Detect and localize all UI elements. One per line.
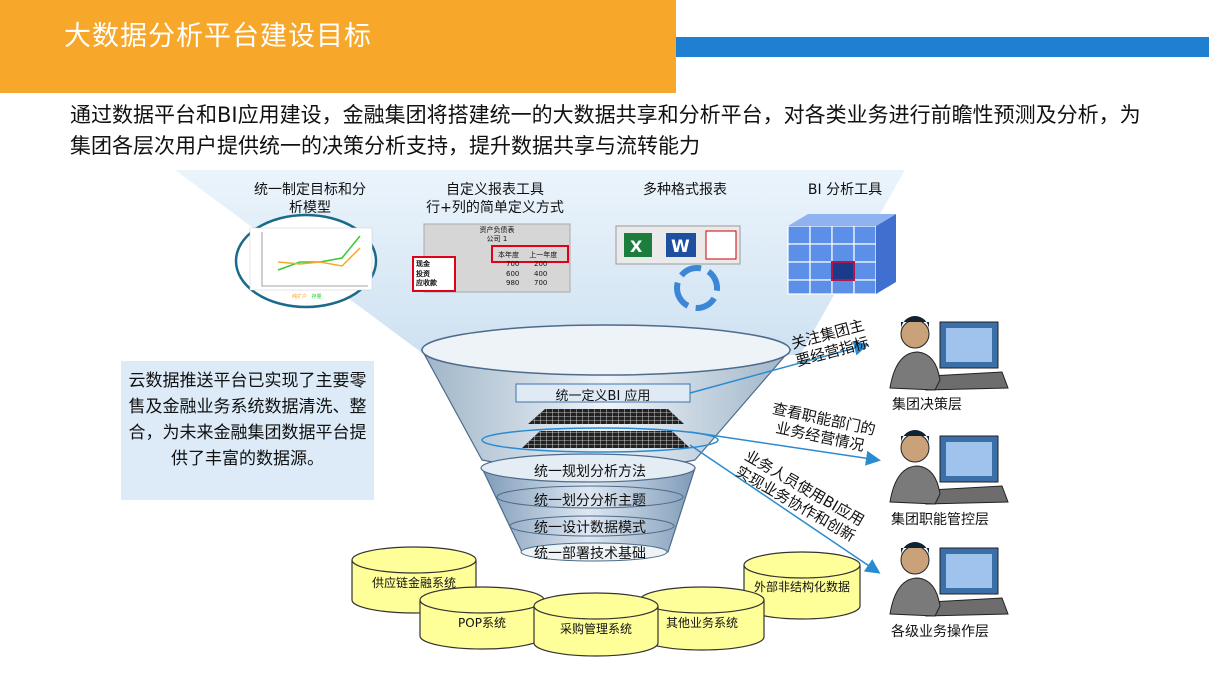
funnel-rim [421, 324, 791, 376]
side-note-box [121, 361, 374, 500]
header-band [676, 37, 1209, 57]
report-header-row: 本年度 上一年度 [498, 250, 568, 260]
bi-app-label: 统一定义BI 应用 [555, 389, 651, 404]
tool-label-model: 统一制定目标和分 析模型 [230, 181, 390, 217]
legend-item: 存量 [311, 294, 322, 300]
tool-label-line: 自定义报表工具 [446, 182, 544, 198]
user-figure-operations [889, 542, 1009, 617]
report-subtitle: 公司 1 [486, 235, 508, 243]
user-label-operations: 各级业务操作层 [891, 624, 989, 640]
user-label-decision: 集团决策层 [892, 397, 962, 413]
flow-arrow-functional [689, 431, 881, 466]
tool-label-report-tool: 自定义报表工具 行+列的简单定义方式 [400, 181, 590, 217]
layer-label-method: 统一规划分析方法 [534, 464, 646, 480]
user-label-functional: 集团职能管控层 [891, 512, 989, 528]
tool-label-line: 统一制定目标和分 [254, 182, 366, 198]
title-bar [0, 0, 676, 93]
tool-label-line: 行+列的简单定义方式 [426, 200, 564, 216]
report-thumbnail [412, 223, 571, 293]
chart-thumbnail [234, 213, 378, 309]
report-col-header: 本年度 [498, 251, 519, 259]
grid-plane-2 [522, 431, 690, 448]
source-label-supply-chain: 供应链金融系统 [371, 576, 456, 590]
report-col-header: 上一年度 [529, 251, 558, 259]
tool-label-bi: BI 分析工具 [807, 182, 883, 198]
source-label-external: 外部非结构化数据 [753, 580, 850, 594]
report-title: 资产负债表 公司 1 [424, 226, 570, 244]
layer-label-topic: 统一划分分析主题 [534, 493, 646, 509]
report-title-text: 资产负债表 [479, 226, 515, 234]
legend-item: 纯扩户 [292, 294, 308, 300]
svg-text:X: X [630, 237, 643, 256]
source-label-other: 其他业务系统 [665, 616, 738, 630]
page-title: 大数据分析平台建设目标 [64, 21, 372, 52]
source-label-procurement: 采购管理系统 [559, 622, 632, 636]
cylinder-external [743, 551, 861, 620]
bi-cube-icon [787, 214, 896, 295]
tool-label-line: 析模型 [289, 200, 331, 216]
intro-text: 通过数据平台和BI应用建设，金融集团将搭建统一的大数据共享和分析平台，对各类业务… [70, 103, 1141, 158]
flow-arrow-decision [689, 340, 869, 394]
svg-text:W: W [671, 237, 690, 257]
source-label-pop: POP系统 [458, 616, 506, 630]
tool-label-formats: 多种格式报表 [643, 182, 727, 198]
user-figure-functional [889, 430, 1009, 505]
side-note-text: 云数据推送平台已实现了主要零售及金融业务系统数据清洗、整合，为未来金融集团数据平… [128, 371, 367, 469]
cylinder-other [639, 586, 765, 651]
cylinder-pop [419, 586, 545, 650]
chart-legend: 纯扩户 存量 [292, 293, 322, 300]
layer-label-model: 统一设计数据模式 [534, 520, 646, 536]
cylinder-supply-chain [351, 546, 477, 614]
layer-label-infra: 统一部署技术基础 [534, 546, 646, 562]
format-reports-icons: X W [615, 225, 741, 311]
flow-arrow-operations [689, 444, 881, 574]
cylinder-procurement [533, 592, 659, 657]
user-figure-decision [889, 316, 1009, 391]
grid-plane-1 [528, 409, 684, 424]
